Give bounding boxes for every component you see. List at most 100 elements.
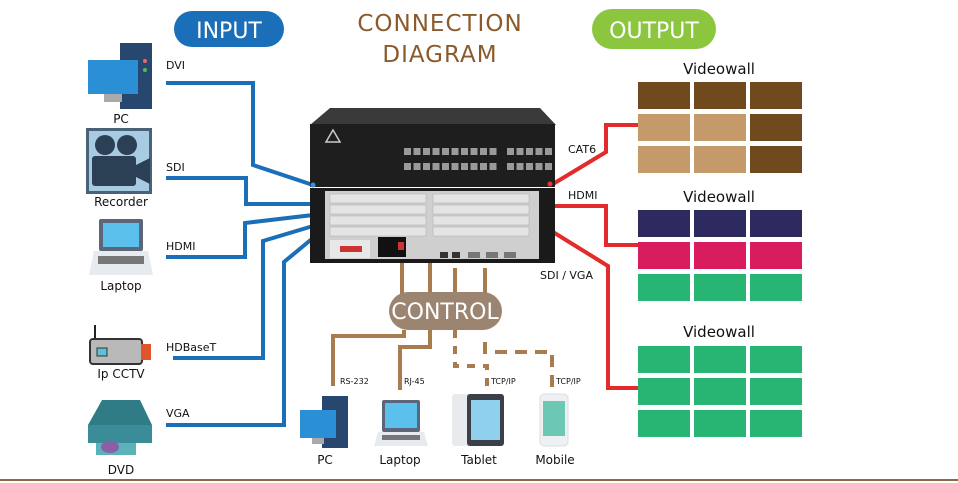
panel-button <box>535 163 543 170</box>
source-signal-label: DVI <box>166 59 185 72</box>
sdi-vga-cable <box>551 230 638 390</box>
input-source-ip-cctv: Ip CCTV HDBaseT <box>89 325 217 381</box>
control-device-label: Tablet <box>460 453 497 467</box>
panel-button <box>535 148 543 155</box>
panel-button <box>507 148 514 155</box>
tablet-icon <box>452 394 504 446</box>
source-signal-label: SDI <box>166 161 185 174</box>
panel-button <box>451 163 459 170</box>
panel-button <box>461 148 468 155</box>
panel-button <box>545 148 552 155</box>
videowall-3 <box>638 346 802 437</box>
videowall-screen <box>750 346 802 373</box>
videowall-2-title: Videowall <box>683 188 755 206</box>
source-signal-label: HDMI <box>166 240 195 253</box>
tcpip-mobile-cable <box>483 342 554 388</box>
videowall-2 <box>638 210 802 301</box>
panel-button <box>489 163 497 170</box>
control-label: CONTROL <box>391 300 499 325</box>
io-card <box>432 226 530 237</box>
cat6-cable <box>551 123 638 186</box>
dvi-cable <box>166 81 314 187</box>
videowall-screen <box>638 410 690 437</box>
desktop-pc-icon <box>88 43 152 109</box>
panel-button <box>413 148 421 155</box>
videowall-screen <box>638 242 690 269</box>
control-device-label: Laptop <box>379 453 420 467</box>
videowall-screen <box>638 82 690 109</box>
io-card <box>432 215 530 226</box>
io-card <box>432 204 530 215</box>
control-link-label: TCP/IP <box>555 377 581 386</box>
source-device-label: Ip CCTV <box>97 367 145 381</box>
dvd-player-icon <box>88 400 152 455</box>
panel-button <box>413 163 421 170</box>
source-device-label: DVD <box>108 463 134 477</box>
hdmi-output-label: HDMI <box>568 189 597 202</box>
input-source-recorder: Recorder SDI <box>86 128 185 209</box>
panel-button <box>516 163 524 170</box>
output-header: OUTPUT <box>592 9 716 49</box>
videowall-screen <box>694 378 746 405</box>
ip-camera-icon <box>89 325 151 365</box>
videowall-1-title: Videowall <box>683 60 755 78</box>
videowalls <box>638 82 802 437</box>
panel-button <box>451 148 459 155</box>
io-card <box>329 193 427 204</box>
videowall-screen <box>694 274 746 301</box>
panel-button <box>432 148 440 155</box>
videowall-screen <box>750 146 802 173</box>
videowall-3-title: Videowall <box>683 323 755 341</box>
output-cables <box>551 123 638 390</box>
sdi-vga-label: SDI / VGA <box>540 269 593 282</box>
source-device-label: PC <box>113 112 129 126</box>
control-link-label: RS-232 <box>340 377 369 386</box>
panel-button <box>480 163 487 170</box>
output-label: OUTPUT <box>609 19 699 44</box>
hdbaset-cable <box>173 224 314 360</box>
input-cables <box>166 81 315 427</box>
source-device-label: Recorder <box>94 195 148 209</box>
sdi-cable <box>166 176 313 206</box>
source-signal-label: VGA <box>166 407 190 420</box>
bottom-divider <box>0 479 958 481</box>
input-source-pc: PC DVI <box>88 43 185 126</box>
hdmi-cable <box>166 213 314 259</box>
videowall-screen <box>694 346 746 373</box>
videowall-screen <box>750 410 802 437</box>
videowall-screen <box>638 378 690 405</box>
videowall-screen <box>638 210 690 237</box>
laptop-icon <box>89 219 153 275</box>
io-card <box>432 193 530 204</box>
control-device-pc: PC RS-232 <box>300 377 369 467</box>
front-panel-buttons <box>404 148 552 170</box>
desktop-pc-icon <box>300 396 348 448</box>
panel-button <box>489 148 497 155</box>
videowall-screen <box>638 114 690 141</box>
vga-cable <box>166 236 315 427</box>
videowall-screen <box>750 114 802 141</box>
panel-button <box>423 148 430 155</box>
io-card <box>329 226 427 237</box>
laptop-icon <box>374 400 428 446</box>
panel-button <box>423 163 430 170</box>
panel-button <box>507 163 514 170</box>
control-device-mobile: Mobile TCP/IP <box>535 377 581 467</box>
control-device-tablet: Tablet TCP/IP <box>452 377 516 467</box>
panel-button <box>480 148 487 155</box>
panel-button <box>432 163 440 170</box>
io-card <box>329 215 427 226</box>
videowall-screen <box>694 210 746 237</box>
title-line-2: DIAGRAM <box>382 42 497 68</box>
videowall-1 <box>638 82 802 173</box>
title-line-1: CONNECTION <box>357 11 522 37</box>
videowall-screen <box>694 242 746 269</box>
panel-button <box>470 163 478 170</box>
rs232-cable <box>331 330 406 386</box>
panel-button <box>442 148 449 155</box>
panel-button <box>404 148 411 155</box>
videowall-screen <box>750 82 802 109</box>
matrix-switcher-chassis <box>310 108 556 263</box>
videowall-screen <box>694 146 746 173</box>
panel-button <box>526 148 533 155</box>
